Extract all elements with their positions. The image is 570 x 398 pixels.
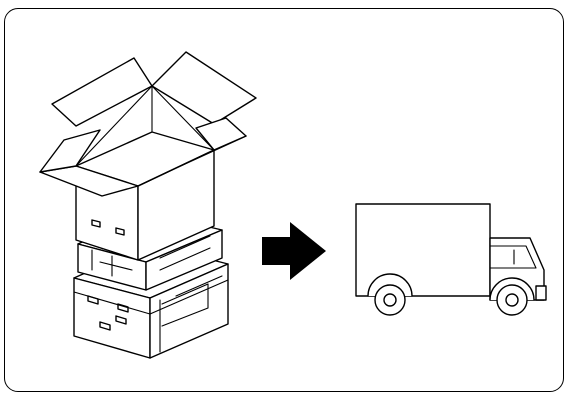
delivery-truck-icon (356, 204, 546, 315)
arrow-right-icon (262, 222, 326, 280)
rear-wheel (375, 285, 405, 315)
front-wheel (497, 285, 527, 315)
open-carton (40, 52, 256, 260)
packed-boxes-icon (40, 52, 256, 358)
